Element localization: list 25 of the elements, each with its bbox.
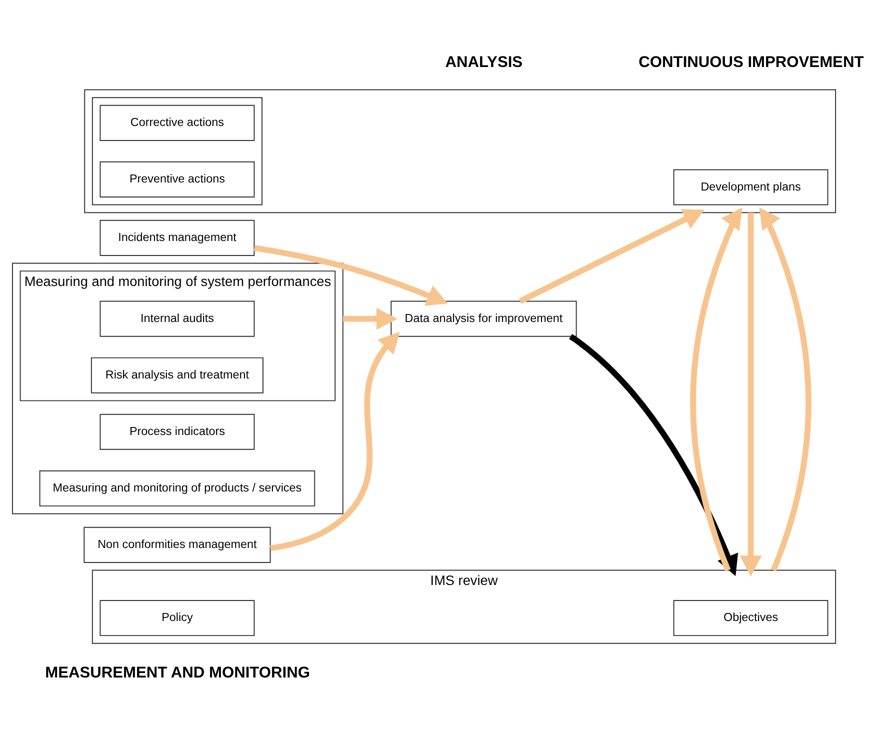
arrow (569, 334, 738, 576)
node-box: Risk analysis and treatment (90, 356, 264, 393)
node-box: Measuring and monitoring of products / services (39, 470, 316, 506)
cluster (84, 88, 836, 213)
label: CONTINUOUS IMPROVEMENT (638, 54, 864, 71)
arrow (254, 244, 448, 306)
cluster (12, 262, 344, 514)
label: MEASUREMENT AND MONITORING (45, 664, 310, 681)
node-box: Process indicators (100, 413, 255, 450)
arrow (518, 208, 704, 304)
node-box: Data analysis for improvement (390, 300, 577, 336)
node-box: Corrective actions (100, 104, 255, 140)
arrow (270, 331, 400, 551)
node-box: Development plans (673, 168, 828, 205)
label: ANALYSIS (445, 54, 523, 71)
node-box: Non conformities management (84, 526, 271, 562)
arrow (690, 206, 742, 571)
node-box: Incidents management (100, 219, 255, 256)
cluster (92, 96, 262, 205)
arrow (740, 212, 762, 576)
node-box: Internal audits (100, 300, 255, 336)
node-box: Objectives (673, 600, 828, 636)
arrow (342, 307, 398, 330)
node-box: Preventive actions (100, 160, 255, 197)
node-box: Policy (100, 600, 255, 636)
